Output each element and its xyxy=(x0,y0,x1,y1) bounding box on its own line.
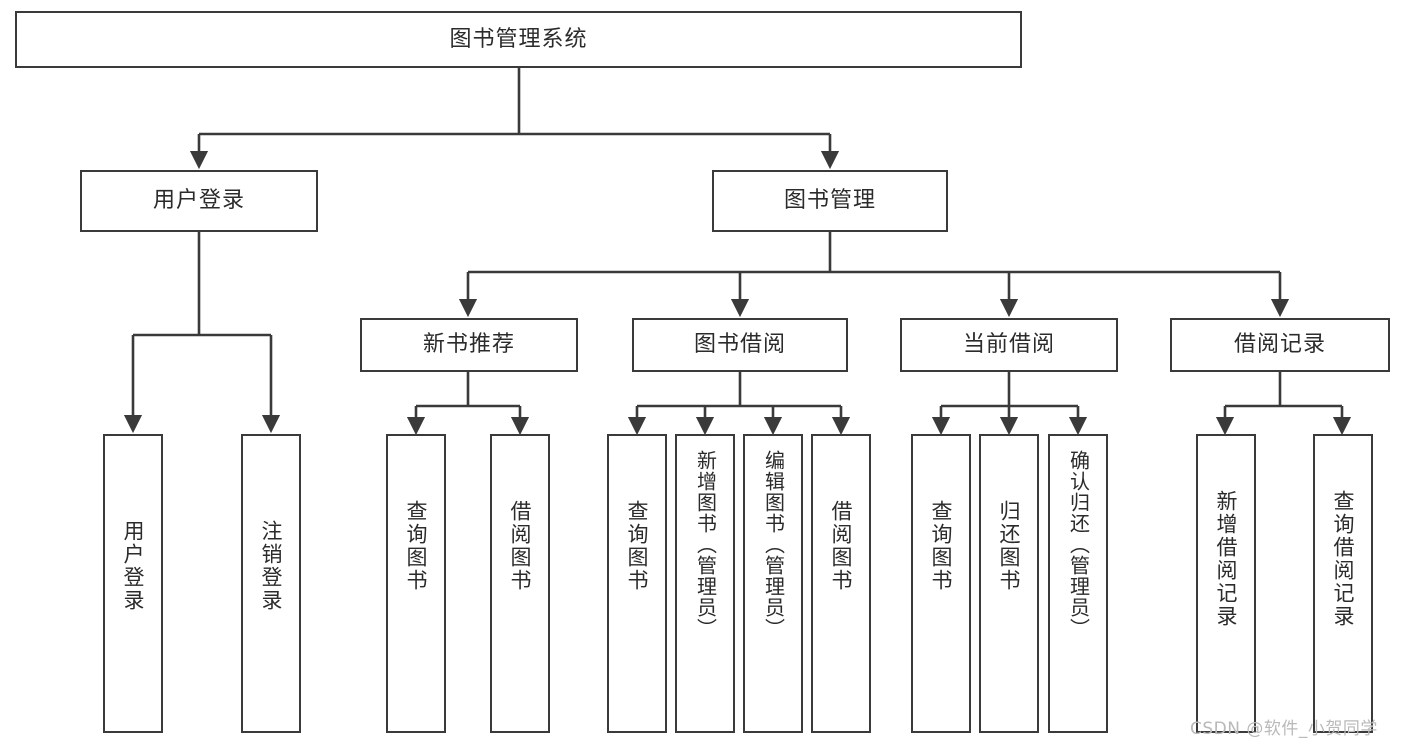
leaf-record-query[interactable]: 查询借阅记录 xyxy=(1313,434,1373,733)
node-book-management-label: 图书管理 xyxy=(783,188,876,213)
node-book-borrow[interactable]: 图书借阅 xyxy=(632,318,848,372)
leaf-label: 借阅图书 xyxy=(829,500,854,592)
node-new-book-recommend[interactable]: 新书推荐 xyxy=(360,318,578,372)
leaf-label: 查询图书 xyxy=(625,500,650,592)
node-borrow-record[interactable]: 借阅记录 xyxy=(1170,318,1390,372)
leaf-new-book-borrow[interactable]: 借阅图书 xyxy=(490,434,550,733)
leaf-label: 归还图书 xyxy=(997,500,1022,592)
leaf-borrow-query-book[interactable]: 查询图书 xyxy=(607,434,667,733)
leaf-user-login-signout[interactable]: 注销登录 xyxy=(241,434,301,733)
leaf-label: 查询借阅记录 xyxy=(1331,490,1356,628)
leaf-current-query-book[interactable]: 查询图书 xyxy=(911,434,971,733)
node-user-login[interactable]: 用户登录 xyxy=(80,170,318,232)
leaf-new-book-query[interactable]: 查询图书 xyxy=(386,434,446,733)
node-book-borrow-label: 图书借阅 xyxy=(693,332,786,357)
node-current-borrow[interactable]: 当前借阅 xyxy=(900,318,1118,372)
leaf-label: 借阅图书 xyxy=(508,500,533,592)
node-new-book-recommend-label: 新书推荐 xyxy=(422,332,515,357)
node-root[interactable]: 图书管理系统 xyxy=(15,11,1022,68)
leaf-borrow-add-book-admin[interactable]: 新增图书（管理员） xyxy=(675,434,735,733)
node-borrow-record-label: 借阅记录 xyxy=(1233,332,1326,357)
csdn-watermark: CSDN @软件_小贺同学 xyxy=(1190,719,1378,739)
leaf-label: 新增借阅记录 xyxy=(1214,490,1239,628)
node-user-login-label: 用户登录 xyxy=(152,188,245,213)
leaf-borrow-edit-book-admin[interactable]: 编辑图书（管理员） xyxy=(743,434,803,733)
leaf-borrow-borrow-book[interactable]: 借阅图书 xyxy=(811,434,871,733)
leaf-label: 用户登录 xyxy=(121,520,146,612)
leaf-record-add[interactable]: 新增借阅记录 xyxy=(1196,434,1256,733)
leaf-current-confirm-return-admin[interactable]: 确认归还（管理员） xyxy=(1048,434,1108,733)
leaf-label: 新增图书（管理员） xyxy=(693,450,718,639)
leaf-current-return-book[interactable]: 归还图书 xyxy=(979,434,1039,733)
node-root-label: 图书管理系统 xyxy=(449,26,588,52)
leaf-label: 查询图书 xyxy=(404,500,429,592)
leaf-label: 编辑图书（管理员） xyxy=(761,450,786,639)
node-current-borrow-label: 当前借阅 xyxy=(962,332,1055,357)
leaf-label: 查询图书 xyxy=(929,500,954,592)
node-book-management[interactable]: 图书管理 xyxy=(712,170,948,232)
leaf-label: 确认归还（管理员） xyxy=(1066,450,1091,639)
leaf-label: 注销登录 xyxy=(259,520,284,612)
leaf-user-login-signin[interactable]: 用户登录 xyxy=(103,434,163,733)
